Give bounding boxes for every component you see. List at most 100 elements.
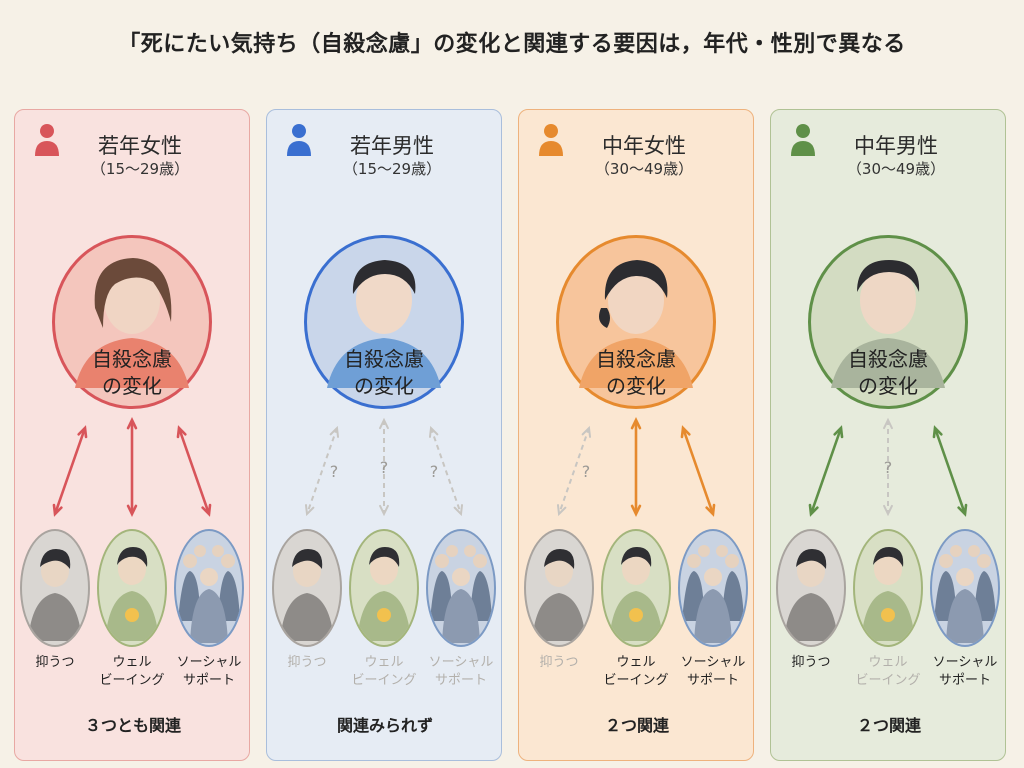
social-support-group-illustration [682,545,744,643]
group-age: （30～49歳） [594,160,694,178]
factor-label-depression: 抑うつ [35,655,75,670]
panel-middle-male: 中年男性 （30～49歳） 自殺念慮 の変化 ? [770,109,1006,761]
unknown-relation-mark: ? [330,462,339,481]
factor-wellbeing-oval [97,529,167,647]
factor-label-wellbeing: ウェル ビーイング [351,655,417,688]
factor-label-wellbeing: ウェル ビーイング [603,655,669,688]
depressed-person-illustration [280,549,334,641]
social-support-group-illustration [178,545,240,643]
factor-wellbeing-oval [349,529,419,647]
arrow-head [883,417,893,430]
unknown-relation-arrow [306,427,338,515]
factor-label-depression: 抑うつ [791,655,831,670]
arrow-head [680,425,691,439]
factor-label-depression: 抑うつ [539,655,579,670]
arrow-head [126,417,138,430]
unknown-relation-arrow [430,427,462,515]
arrow-head [428,425,439,438]
factor-depression-oval [776,529,846,647]
portrait-illustration [75,258,189,388]
arrow-head [176,425,187,439]
group-age: （15～29歳） [90,160,190,178]
unknown-relation-mark: ? [582,462,591,481]
relation-arrow [53,427,87,515]
factor-social-support-oval [174,529,244,647]
group-summary: ２つ関連 [856,716,921,735]
center-label: 自殺念慮 の変化 [848,347,928,398]
arrow-head [556,504,567,517]
factor-label-social-support: ソーシャル サポート [176,655,242,688]
person-icon [35,124,59,156]
center-label: 自殺念慮 の変化 [344,347,424,398]
relation-arrows: ? [556,417,716,517]
arrow-head [201,503,212,517]
relation-arrow [177,427,211,515]
group-name: 中年女性 [602,134,686,158]
factor-depression-oval [20,529,90,647]
factor-social-support-oval [678,529,748,647]
person-icon [791,124,815,156]
group-summary: ２つ関連 [604,716,669,735]
arrow-head [630,504,642,517]
relation-arrows: ? [808,417,968,517]
portrait-illustration [579,260,693,388]
group-age: （30～49歳） [846,160,946,178]
relation-arrows: ??? [304,417,464,517]
arrow-head [379,417,389,430]
factor-label-social-support: ソーシャル サポート [680,655,746,688]
panel-young-female: 若年女性 （15～29歳） 自殺念慮 の変化 [14,109,250,761]
group-name: 若年女性 [98,134,182,158]
arrow-head [379,504,389,517]
relation-arrow [933,427,967,515]
suicidal-ideation-oval: 自殺念慮 の変化 [52,235,212,409]
center-label: 自殺念慮 の変化 [92,347,172,398]
person-icon [287,124,311,156]
wellbeing-person-illustration [861,547,915,641]
group-summary: ３つとも関連 [84,716,181,735]
social-support-group-illustration [934,545,996,643]
wellbeing-person-illustration [105,547,159,641]
factor-wellbeing-oval [601,529,671,647]
arrow-head [77,425,88,439]
arrow-head [304,504,315,517]
unknown-relation-mark: ? [884,458,893,477]
arrow-head [453,504,464,517]
factor-label-wellbeing: ウェル ビーイング [855,655,921,688]
suicidal-ideation-oval: 自殺念慮 の変化 [304,235,464,409]
arrow-head [52,503,63,517]
depressed-person-illustration [784,549,838,641]
person-icon [539,124,563,156]
unknown-relation-mark: ? [430,462,439,481]
depressed-person-illustration [532,549,586,641]
arrow-head [883,504,893,517]
factor-social-support-oval [930,529,1000,647]
unknown-relation-arrow [558,427,590,515]
relation-arrow [681,427,715,515]
arrow-head [581,425,592,438]
group-name: 若年男性 [350,134,434,158]
factor-wellbeing-oval [853,529,923,647]
page-title: 「死にたい気持ち（自殺念慮」の変化と関連する要因は，年代・性別で異なる [118,32,906,57]
group-summary: 関連みられず [336,716,433,735]
social-support-group-illustration [430,545,492,643]
factor-depression-oval [524,529,594,647]
suicidal-ideation-oval: 自殺念慮 の変化 [808,235,968,409]
panel-middle-female: 中年女性 （30～49歳） 自殺念慮 の変化 ? [518,109,754,761]
factor-social-support-oval [426,529,496,647]
arrow-head [808,503,819,517]
factor-label-wellbeing: ウェル ビーイング [99,655,165,688]
factor-depression-oval [272,529,342,647]
group-name: 中年男性 [854,134,938,158]
wellbeing-person-illustration [609,547,663,641]
factor-label-social-support: ソーシャル サポート [932,655,998,688]
arrow-head [833,425,844,439]
center-label: 自殺念慮 の変化 [596,347,676,398]
arrow-head [126,504,138,517]
relation-arrow [809,427,843,515]
portrait-illustration [327,260,441,388]
wellbeing-person-illustration [357,547,411,641]
unknown-relation-mark: ? [380,458,389,477]
factor-label-depression: 抑うつ [287,655,327,670]
relation-arrows [52,417,212,517]
suicidal-ideation-oval: 自殺念慮 の変化 [556,235,716,409]
